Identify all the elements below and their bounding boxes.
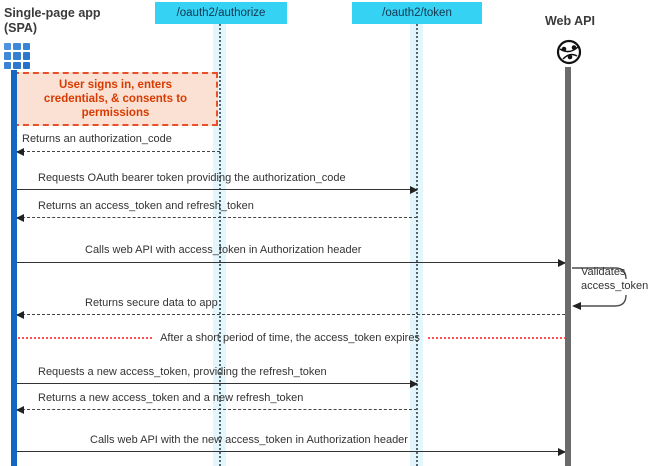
- message-label: Returns secure data to app: [85, 297, 218, 309]
- token-expiry-divider: After a short period of time, the access…: [14, 330, 567, 346]
- webapi-actor-title: Web API: [544, 14, 595, 28]
- arrowhead-left-icon: [16, 405, 24, 414]
- self-message-line2: access_token: [581, 280, 649, 292]
- arrow-line: [17, 451, 565, 452]
- divider-line-left: [14, 337, 153, 339]
- token-endpoint-label: /oauth2/token: [382, 7, 452, 19]
- spa-actor-title: Single-page app (SPA): [4, 6, 101, 36]
- spa-title-line2: (SPA): [4, 21, 38, 35]
- authorize-lifeline: [219, 24, 221, 466]
- message-label: Returns an authorization_code: [22, 133, 172, 145]
- spa-title-line1: Single-page app: [4, 6, 101, 20]
- token-lifeline: [416, 24, 418, 466]
- arrowhead-right-icon: [558, 258, 566, 267]
- token-endpoint-box: /oauth2/token: [352, 2, 482, 24]
- divider-line-right: [427, 337, 567, 339]
- spa-activation-bar: [11, 70, 17, 466]
- divider-label: After a short period of time, the access…: [160, 332, 420, 344]
- arrow-line: [17, 409, 417, 410]
- message-label: Requests a new access_token, providing t…: [38, 366, 327, 378]
- globe-icon: [556, 39, 582, 65]
- arrow-line: [17, 314, 565, 315]
- self-message-line1: Validates: [581, 266, 626, 278]
- arrowhead-right-icon: [410, 379, 418, 388]
- message-label: Calls web API with access_token in Autho…: [85, 244, 362, 256]
- app-grid-icon: [4, 43, 30, 69]
- note-line2: credentials, & consents to: [43, 93, 188, 105]
- arrow-line: [17, 189, 417, 190]
- arrowhead-left-icon: [16, 213, 24, 222]
- webapi-lifeline-bar: [565, 67, 571, 466]
- message-label: Returns a new access_token and a new ref…: [38, 392, 304, 404]
- arrowhead-right-icon: [410, 185, 418, 194]
- note-line1: User signs in, enters: [58, 79, 173, 91]
- arrowhead-left-icon: [16, 310, 24, 319]
- arrow-line: [17, 151, 220, 152]
- arrow-line: [17, 383, 417, 384]
- message-label: Requests OAuth bearer token providing th…: [38, 172, 346, 184]
- authorize-endpoint-box: /oauth2/authorize: [155, 2, 287, 24]
- user-signin-note: User signs in, enters credentials, & con…: [13, 72, 218, 126]
- arrow-line: [17, 217, 417, 218]
- self-message-bracket: [572, 267, 627, 310]
- message-label: Calls web API with the new access_token …: [90, 434, 408, 446]
- arrowhead-right-icon: [558, 447, 566, 456]
- arrow-line: [17, 262, 565, 263]
- self-message-label: Validates access_token: [581, 265, 648, 293]
- arrowhead-left-icon: [16, 147, 24, 156]
- authorize-endpoint-label: /oauth2/authorize: [176, 7, 266, 19]
- message-label: Returns an access_token and refresh_toke…: [38, 200, 254, 212]
- note-line3: permissions: [81, 107, 150, 119]
